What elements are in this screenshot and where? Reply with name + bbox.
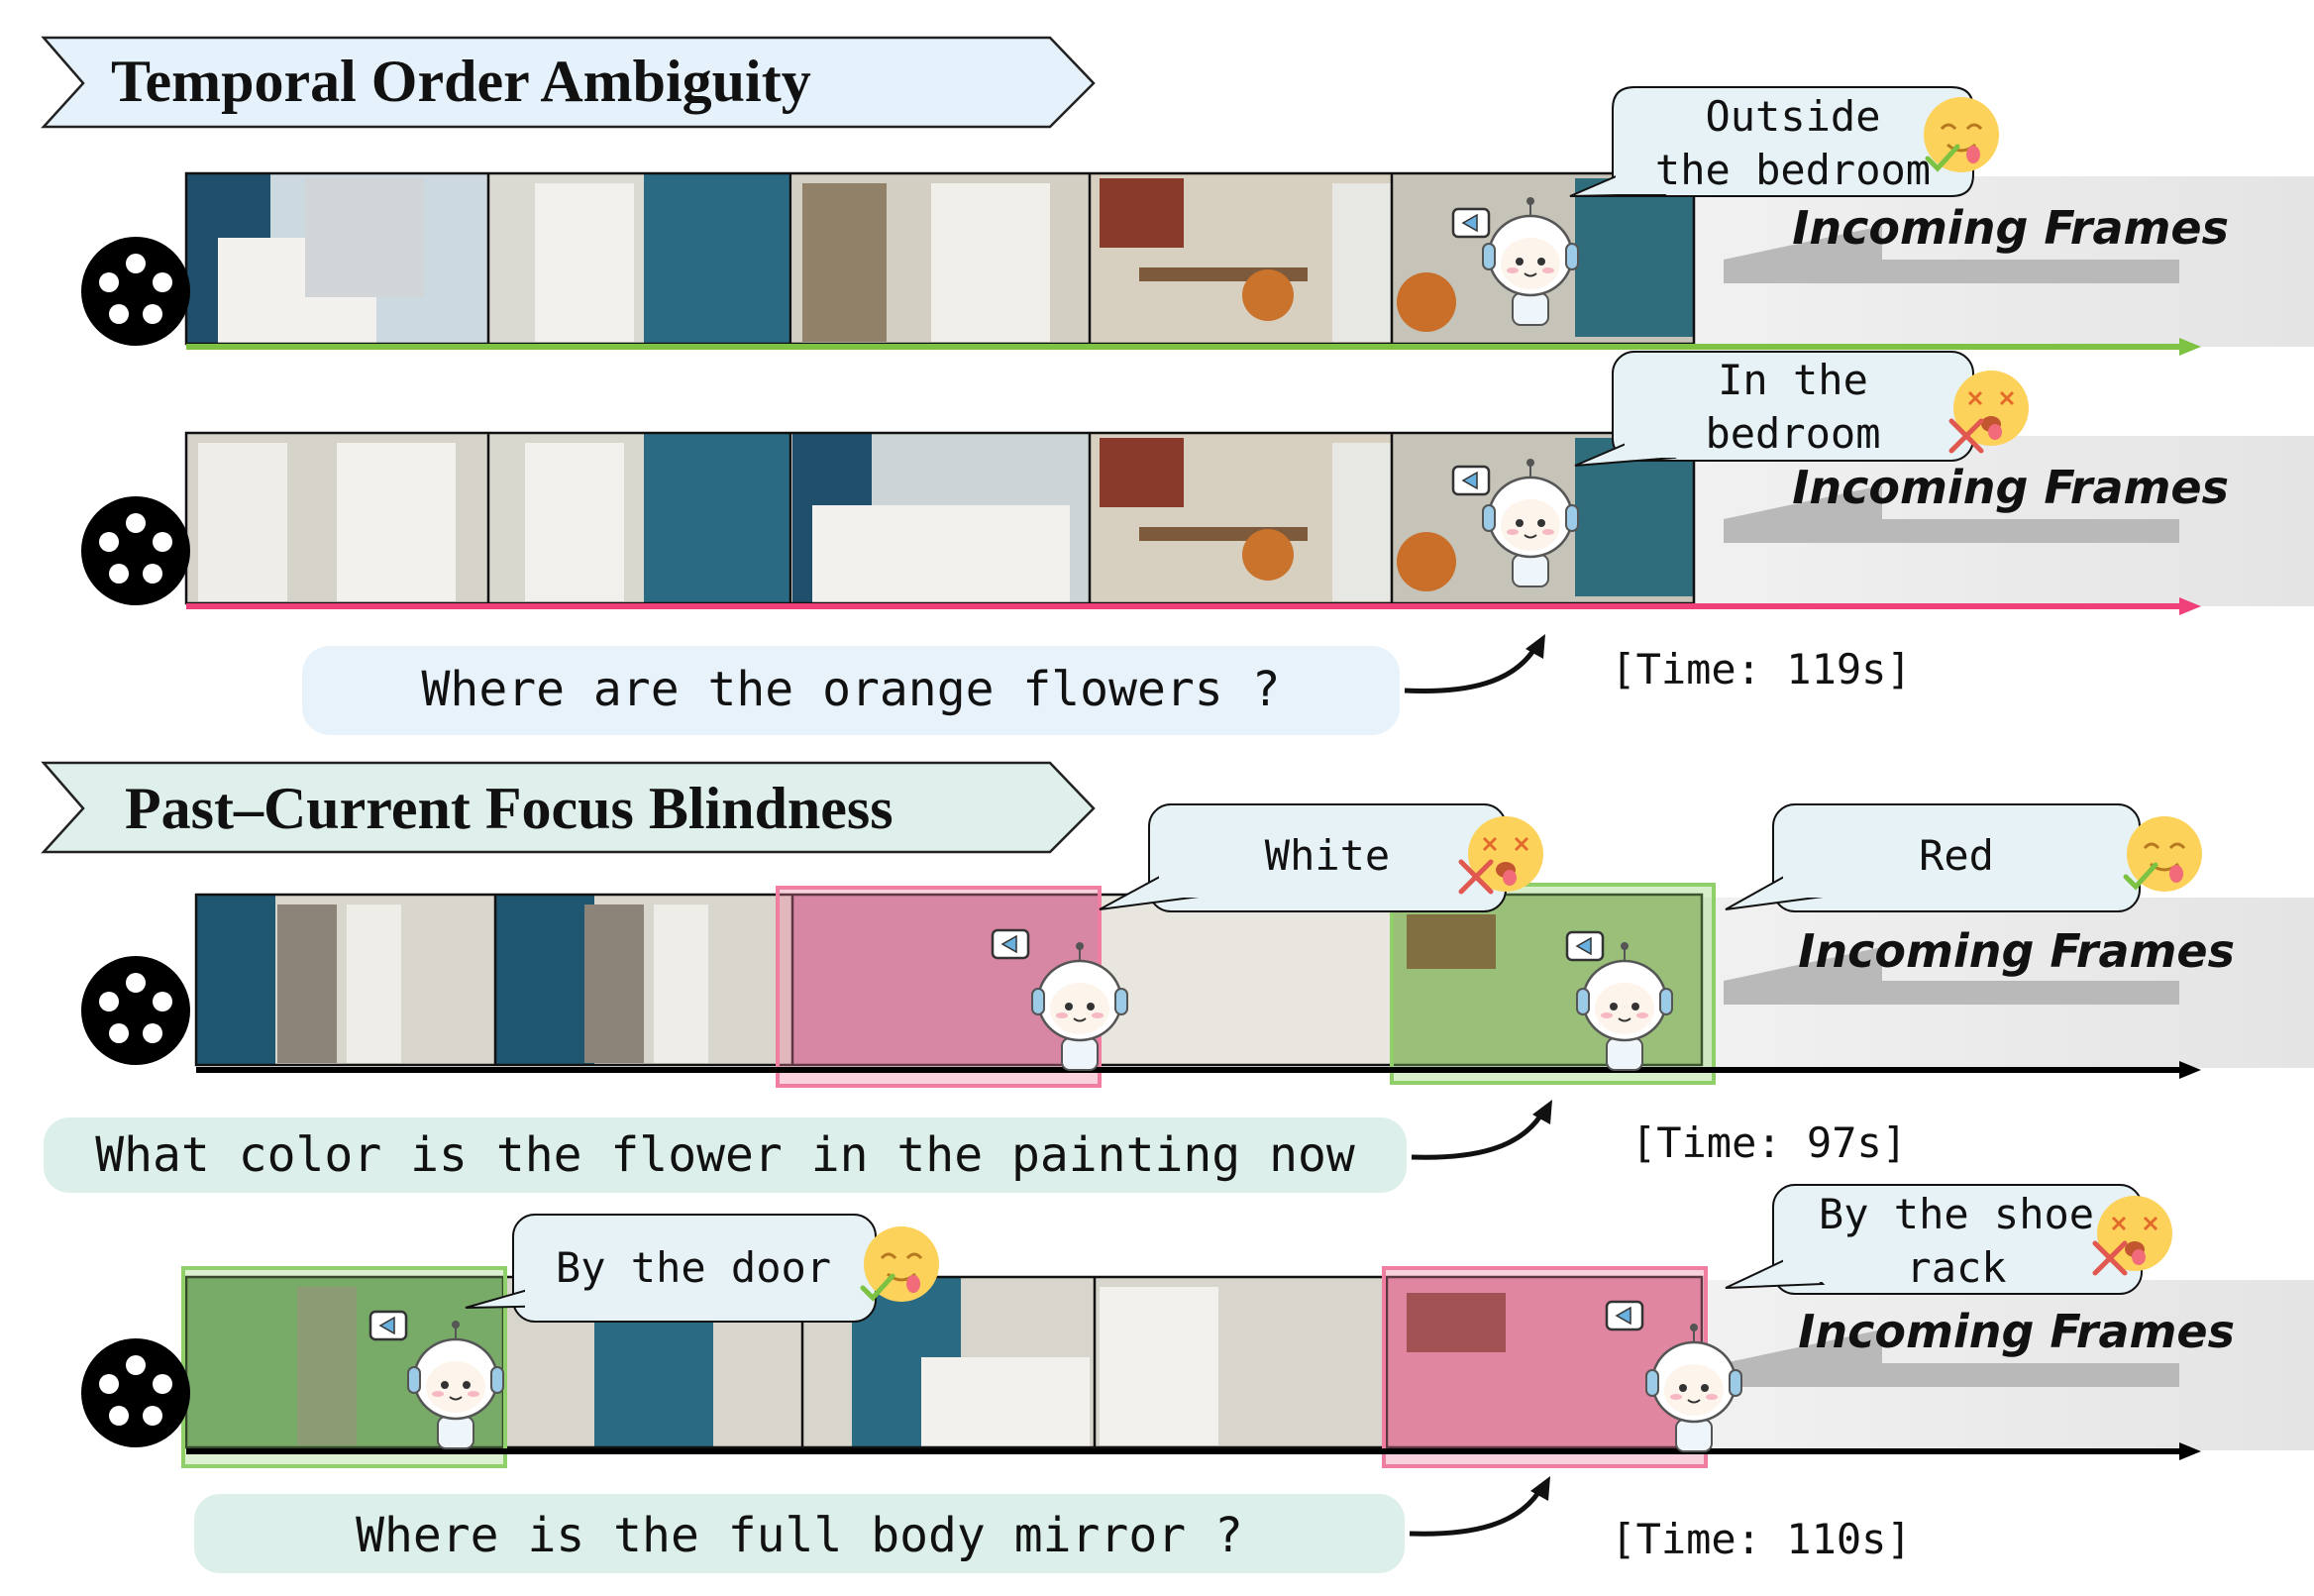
question-text: Where are the orange flowers ? [422, 662, 1281, 717]
time-label-2: [Time: 97s] [1631, 1118, 1907, 1167]
speaker-icon [368, 1310, 408, 1341]
highlight-box-wrong [1382, 1266, 1708, 1468]
incoming-arrow-head [1724, 485, 1882, 519]
answer-bubble-wrong: White [1099, 803, 1507, 912]
section-banner-temporal: Temporal Order Ambiguity [41, 36, 1096, 129]
bubble-line-2: bedroom [1705, 409, 1880, 458]
happy-emoji-icon [862, 1224, 941, 1304]
bubble-line-1: Outside [1705, 92, 1880, 141]
incoming-frames-label: Incoming Frames [1798, 1305, 2235, 1358]
incoming-arrow-shaft [1724, 1363, 2179, 1387]
question-box-3: Where is the full body mirror ? [194, 1494, 1405, 1573]
answer-bubble-wrong: By the shoe rack [1725, 1184, 2143, 1295]
incoming-frames-label: Incoming Frames [1798, 924, 2235, 978]
incoming-arrow-shaft [1724, 981, 2179, 1005]
time-label-3: [Time: 110s] [1611, 1515, 1911, 1563]
frame-strip [184, 171, 1696, 346]
speaker-icon [1451, 465, 1491, 496]
film-reel-icon [81, 956, 190, 1065]
incoming-arrow-head [1724, 1330, 1882, 1363]
question-box-1: Where are the orange flowers ? [302, 646, 1400, 735]
frame-strip [194, 893, 1704, 1067]
bubble-text: Red [1919, 831, 1994, 880]
frame-strip [184, 431, 1696, 605]
timeline-row-3: Incoming Frames White Red [81, 803, 2314, 1088]
bubble-line-1: By the shoe [1819, 1190, 2094, 1238]
section-title-focus: Past–Current Focus Blindness [125, 776, 894, 841]
answer-bubble: Outside the bedroom [1569, 86, 1974, 197]
timeline-row-4: Incoming Frames By the door By the shoe … [81, 1184, 2314, 1468]
film-reel-icon [81, 237, 190, 346]
arrow-icon [2179, 1442, 2201, 1460]
incoming-arrow-shaft [1724, 260, 2179, 283]
highlight-box-correct [1390, 883, 1716, 1085]
timeline-row-1: Incoming Frames Outside the bedroom [81, 86, 2314, 356]
speaker-icon [1451, 207, 1491, 239]
answer-bubble: In the bedroom [1574, 351, 1974, 467]
time-label-1: [Time: 119s] [1611, 645, 1911, 693]
question-box-2: What color is the flower in the painting… [44, 1117, 1407, 1193]
arrow-icon [1404, 642, 1540, 693]
answer-bubble-correct: Red [1725, 803, 2141, 912]
happy-emoji-icon [2125, 814, 2204, 894]
section-banner-focus: Past–Current Focus Blindness [41, 761, 1096, 854]
timeline-row-2: Incoming Frames In the bedroom [81, 351, 2314, 615]
speaker-icon [1605, 1300, 1644, 1331]
arrow-icon [2179, 338, 2201, 356]
section-title-temporal: Temporal Order Ambiguity [111, 49, 811, 114]
speaker-icon [1565, 930, 1605, 962]
film-reel-icon [81, 1338, 190, 1447]
bubble-text: By the door [556, 1243, 831, 1292]
arrow-icon [2179, 1061, 2201, 1079]
film-reel-icon [81, 496, 190, 605]
answer-bubble-correct: By the door [465, 1214, 877, 1323]
incoming-arrow-shaft [1724, 519, 2179, 543]
bubble-line-2: rack [1906, 1243, 2006, 1292]
question-text: What color is the flower in the painting… [95, 1127, 1355, 1183]
incoming-arrow-head [1724, 947, 1882, 981]
incoming-frames-label: Incoming Frames [1792, 461, 2229, 514]
arrow-icon [2179, 597, 2201, 615]
arrow-icon [1409, 1484, 1545, 1537]
speaker-icon [991, 928, 1030, 960]
bubble-line-1: In the [1718, 356, 1868, 404]
bubble-line-2: the bedroom [1655, 146, 1931, 194]
incoming-frames-label: Incoming Frames [1792, 201, 2229, 255]
question-text: Where is the full body mirror ? [356, 1508, 1243, 1563]
incoming-arrow-head [1724, 226, 1882, 260]
happy-emoji-icon [1922, 95, 2001, 174]
arrow-icon [1411, 1108, 1547, 1160]
bubble-text: White [1265, 831, 1390, 880]
